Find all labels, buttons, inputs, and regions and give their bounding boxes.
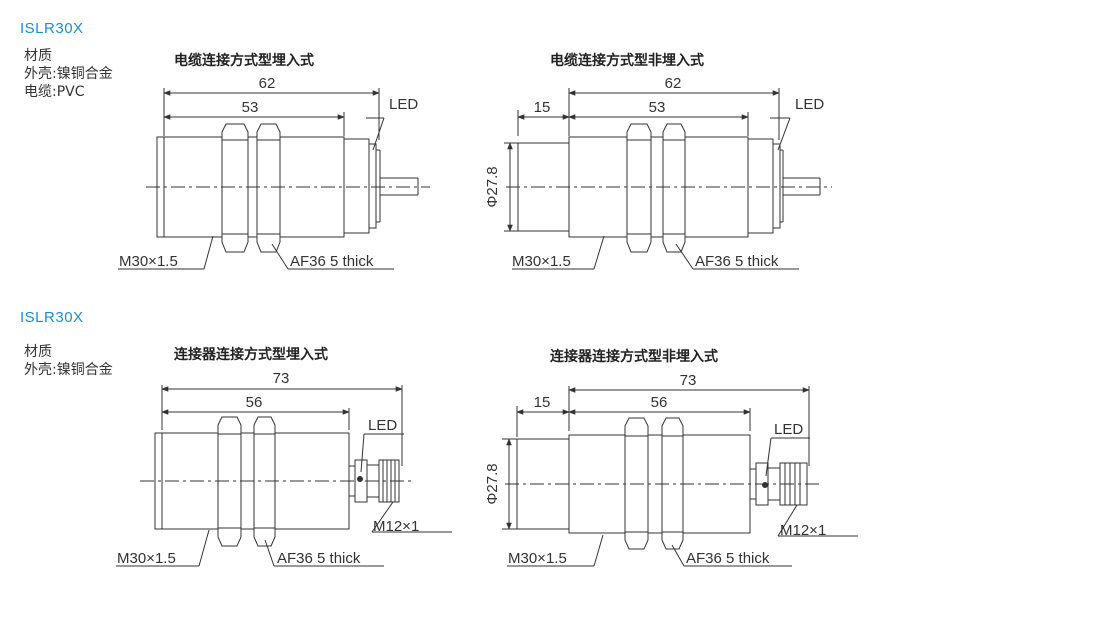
- nut-label: AF36 5 thick: [290, 253, 374, 270]
- dim-diameter: Φ27.8: [484, 463, 501, 504]
- nut-right: [661, 417, 684, 550]
- view-cable-flush: [118, 88, 430, 270]
- material-heading: 材质: [24, 344, 52, 360]
- led-label: LED: [389, 96, 418, 113]
- connector-label: M12×1: [373, 518, 419, 535]
- dim-body: 56: [246, 394, 263, 411]
- dim-overall: 62: [665, 75, 682, 92]
- nut-left: [221, 123, 249, 253]
- material-list-cable: 材质 外壳:镍铜合金 电缆:PVC: [24, 47, 113, 101]
- led-label: LED: [795, 96, 824, 113]
- nut-left: [626, 123, 652, 253]
- dim-overall: 73: [273, 370, 290, 387]
- led-cap: [368, 143, 377, 229]
- model-title-connector: ISLR30X: [20, 309, 84, 326]
- rear-sleeve: [343, 138, 370, 234]
- view-title-cable-flush: 电缆连接方式型埋入式: [174, 53, 314, 69]
- dim-overall: 73: [680, 372, 697, 389]
- nut-left: [217, 416, 242, 547]
- view-connector-nonflush: [502, 386, 858, 567]
- view-title-cable-nonflush: 电缆连接方式型非埋入式: [550, 53, 704, 69]
- dim-front: 15: [534, 394, 551, 411]
- dim-front: 15: [534, 99, 551, 116]
- material-heading: 材质: [24, 48, 52, 64]
- nut-right: [256, 123, 281, 253]
- model-title-cable: ISLR30X: [20, 20, 84, 37]
- thread-label: M30×1.5: [119, 253, 178, 270]
- dim-overall: 62: [259, 75, 276, 92]
- view-cable-nonflush: [504, 88, 832, 270]
- material-housing: 外壳:镍铜合金: [24, 66, 113, 82]
- view-title-connector-flush: 连接器连接方式型埋入式: [174, 347, 328, 363]
- nut-label: AF36 5 thick: [686, 550, 770, 567]
- view-connector-flush: [116, 385, 452, 567]
- nut-right: [253, 416, 276, 547]
- dim-body: 53: [649, 99, 666, 116]
- material-list-connector: 材质 外壳:镍铜合金: [24, 343, 113, 379]
- material-cable: 电缆:PVC: [24, 84, 85, 100]
- thread-label: M30×1.5: [508, 550, 567, 567]
- led-label: LED: [774, 421, 803, 438]
- led-indicator: [762, 482, 768, 488]
- dim-body: 53: [242, 99, 259, 116]
- material-housing: 外壳:镍铜合金: [24, 362, 113, 378]
- view-title-connector-nonflush: 连接器连接方式型非埋入式: [550, 349, 718, 365]
- dim-diameter: Φ27.8: [484, 166, 501, 207]
- nut-label: AF36 5 thick: [695, 253, 779, 270]
- led-label: LED: [368, 417, 397, 434]
- nut-right: [662, 123, 686, 253]
- connector-label: M12×1: [780, 522, 826, 539]
- thread-label: M30×1.5: [512, 253, 571, 270]
- thread-label: M30×1.5: [117, 550, 176, 567]
- dim-body: 56: [651, 394, 668, 411]
- nut-label: AF36 5 thick: [277, 550, 361, 567]
